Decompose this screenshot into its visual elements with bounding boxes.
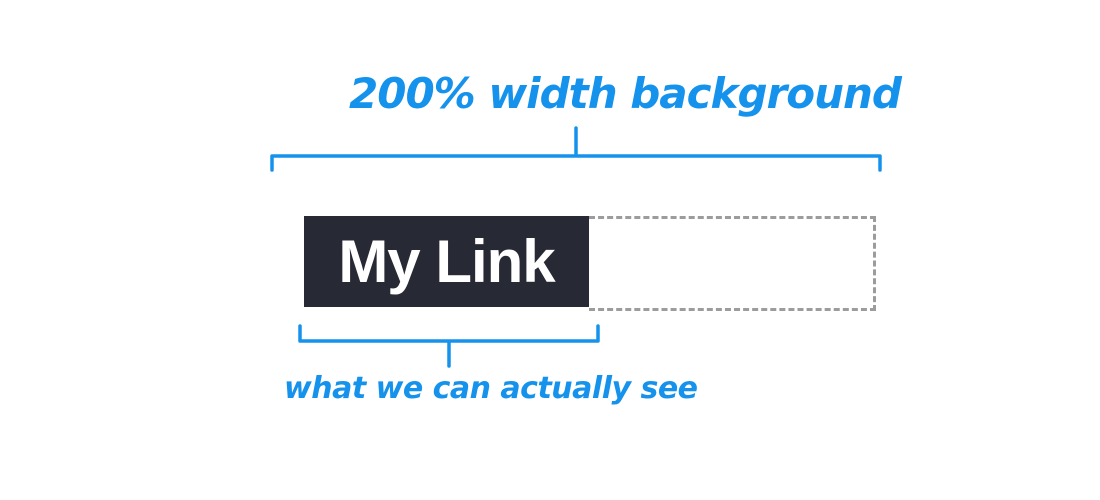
top-bracket	[270, 126, 882, 172]
bottom-bracket	[298, 324, 600, 368]
visible-area-label: what we can actually see	[284, 371, 698, 406]
hidden-background-outline	[589, 216, 876, 311]
visible-link-box[interactable]: My Link	[304, 216, 589, 307]
link-text: My Link	[338, 227, 555, 295]
